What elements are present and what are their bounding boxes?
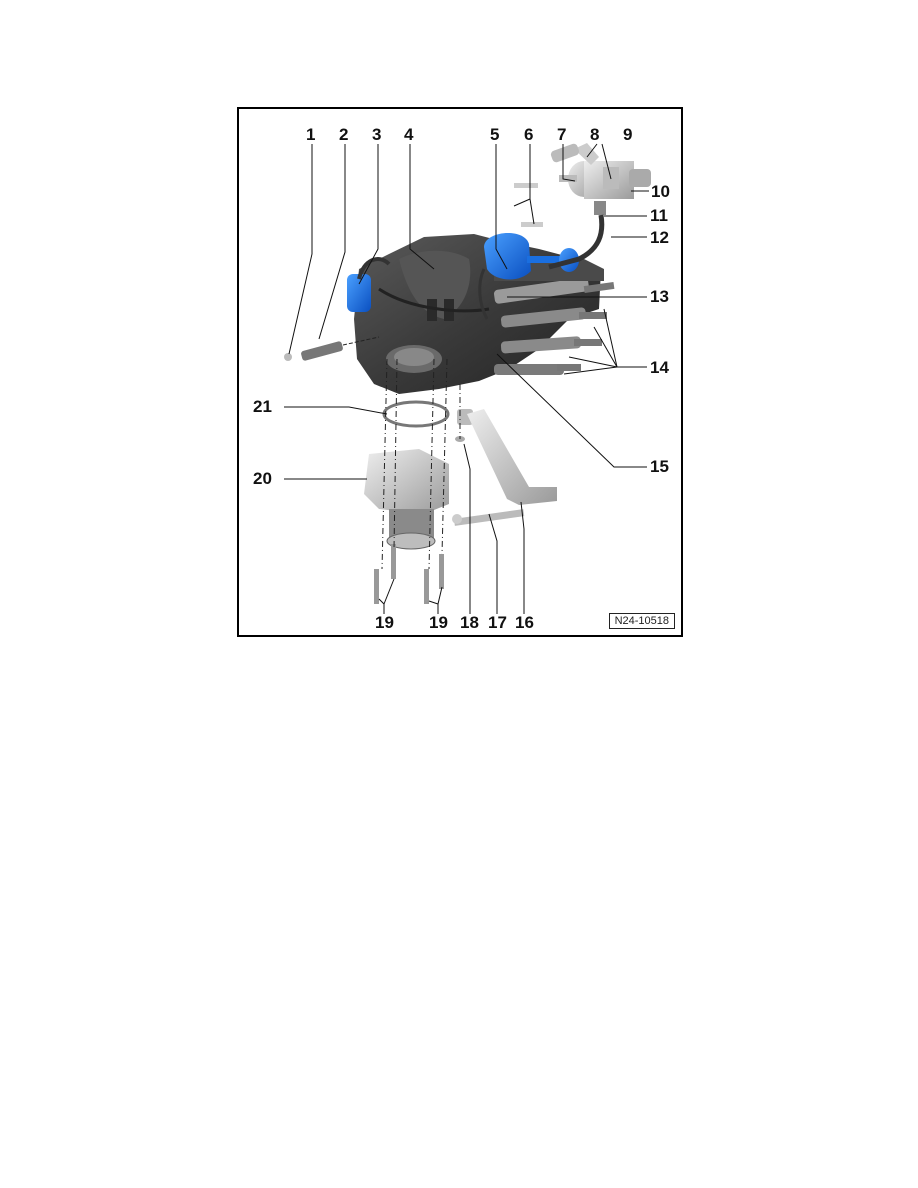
leader-lines [284, 143, 649, 614]
callout-3: 3 [372, 125, 382, 144]
callout-16: 16 [515, 613, 534, 632]
callout-19-left: 19 [375, 613, 394, 632]
throttle-body [364, 449, 449, 550]
support-bracket [452, 409, 557, 526]
callout-2: 2 [339, 125, 349, 144]
callout-20: 20 [253, 469, 272, 488]
callout-12: 12 [650, 228, 669, 247]
callout-7: 7 [557, 125, 567, 144]
figure-reference-code: N24-10518 [608, 613, 675, 629]
sensor-bolt [284, 336, 380, 361]
callout-8: 8 [590, 125, 600, 144]
callout-15: 15 [650, 457, 669, 476]
exploded-parts-diagram: 1 2 3 4 5 6 7 8 9 10 11 12 13 14 15 16 1… [237, 107, 683, 637]
callout-17: 17 [488, 613, 507, 632]
callout-13: 13 [650, 287, 669, 306]
gasket-ring [382, 400, 450, 428]
callout-1: 1 [306, 125, 316, 144]
callout-10: 10 [651, 182, 670, 201]
callout-19-right: 19 [429, 613, 448, 632]
callout-9: 9 [623, 125, 633, 144]
callout-18: 18 [460, 613, 479, 632]
callout-21: 21 [253, 397, 272, 416]
callout-14: 14 [650, 358, 669, 377]
callout-11: 11 [650, 206, 668, 225]
callout-4: 4 [404, 125, 414, 144]
callout-5: 5 [490, 125, 500, 144]
alignment-lines [381, 358, 461, 570]
callout-6: 6 [524, 125, 534, 144]
diagram-artwork [284, 143, 651, 614]
fixing-bolts [374, 544, 444, 604]
